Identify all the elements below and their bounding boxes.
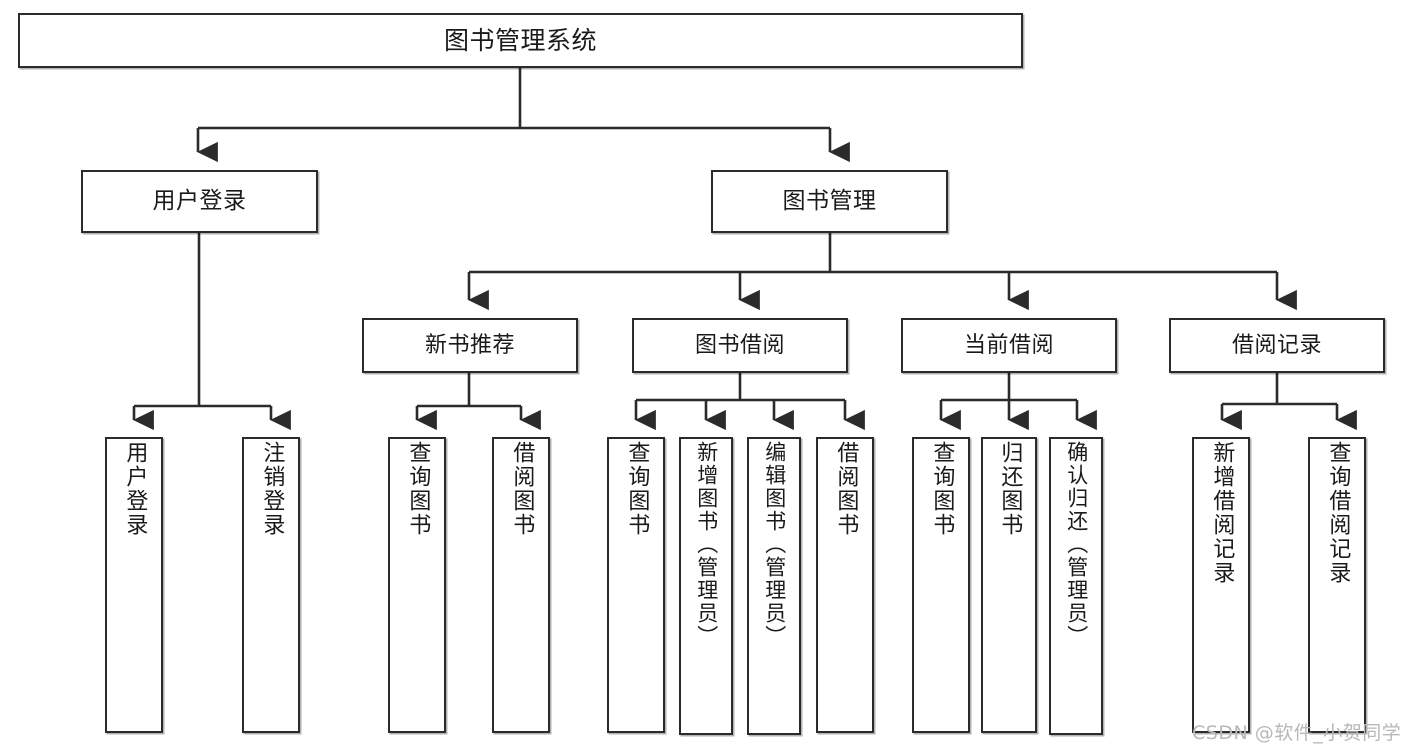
leaf-borrow-borrow-book-label: 借阅图书	[833, 441, 859, 537]
leaf-record-add[interactable]: 新增借阅记录	[1192, 437, 1250, 733]
leaf-current-confirm-return[interactable]: 确认归还（管理员）	[1049, 437, 1103, 735]
node-user-login[interactable]: 用户登录	[81, 170, 318, 233]
leaf-borrow-edit-book[interactable]: 编辑图书（管理员）	[747, 437, 801, 735]
leaf-record-add-label: 新增借阅记录	[1209, 441, 1235, 585]
leaf-user-login-signin[interactable]: 用户登录	[105, 437, 163, 733]
leaf-current-return-book-label: 归还图书	[997, 441, 1023, 537]
leaf-user-login-signout-label: 注销登录	[259, 441, 285, 537]
leaf-current-query-book[interactable]: 查询图书	[912, 437, 970, 733]
leaf-record-query-label: 查询借阅记录	[1325, 441, 1351, 585]
leaf-borrow-edit-book-label: 编辑图书（管理员）	[762, 441, 787, 648]
leaf-current-return-book[interactable]: 归还图书	[981, 437, 1037, 733]
leaf-borrow-query-book[interactable]: 查询图书	[607, 437, 665, 733]
node-book-management[interactable]: 图书管理	[711, 170, 948, 233]
leaf-new-book-query[interactable]: 查询图书	[388, 437, 446, 733]
leaf-borrow-query-book-label: 查询图书	[624, 441, 650, 537]
node-root-label: 图书管理系统	[443, 25, 597, 55]
leaf-record-query[interactable]: 查询借阅记录	[1308, 437, 1366, 733]
node-book-borrow-label: 图书借阅	[694, 332, 785, 358]
node-current-borrow-label: 当前借阅	[963, 332, 1054, 358]
node-current-borrow[interactable]: 当前借阅	[901, 318, 1117, 373]
leaf-new-book-borrow-label: 借阅图书	[509, 441, 535, 537]
watermark: CSDN @软件_小贺同学	[1192, 722, 1402, 744]
leaf-current-query-book-label: 查询图书	[929, 441, 955, 537]
node-new-book-recommend-label: 新书推荐	[424, 332, 515, 358]
leaf-new-book-borrow[interactable]: 借阅图书	[492, 437, 550, 733]
leaf-user-login-signout[interactable]: 注销登录	[242, 437, 300, 733]
node-user-login-label: 用户登录	[152, 187, 247, 214]
node-new-book-recommend[interactable]: 新书推荐	[362, 318, 578, 373]
leaf-borrow-add-book[interactable]: 新增图书（管理员）	[679, 437, 733, 735]
node-book-management-label: 图书管理	[782, 187, 877, 214]
node-borrow-record[interactable]: 借阅记录	[1169, 318, 1385, 373]
leaf-user-login-signin-label: 用户登录	[122, 441, 148, 537]
node-borrow-record-label: 借阅记录	[1231, 332, 1322, 358]
leaf-new-book-query-label: 查询图书	[405, 441, 431, 537]
node-root[interactable]: 图书管理系统	[18, 13, 1023, 68]
leaf-current-confirm-return-label: 确认归还（管理员）	[1064, 441, 1089, 648]
leaf-borrow-borrow-book[interactable]: 借阅图书	[816, 437, 874, 733]
node-book-borrow[interactable]: 图书借阅	[632, 318, 848, 373]
leaf-borrow-add-book-label: 新增图书（管理员）	[694, 441, 719, 648]
